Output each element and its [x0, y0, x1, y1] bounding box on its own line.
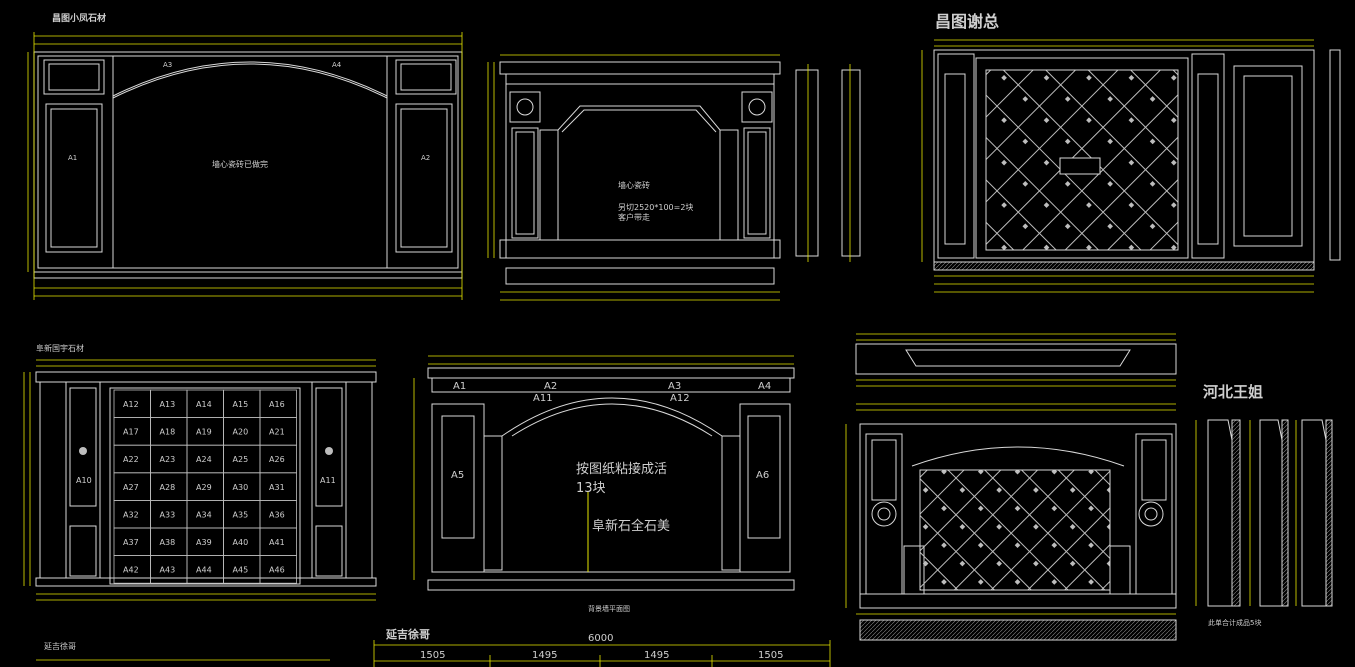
title-bottom-left: 延吉徐哥: [44, 642, 76, 651]
grid-cell-label: A38: [160, 538, 176, 547]
grid-cell-label: A27: [123, 483, 139, 492]
dim-total: 6000: [588, 633, 613, 644]
grid-cell-label: A18: [160, 428, 176, 437]
grid-cell-label: A46: [269, 566, 285, 575]
grid-cell-label: A35: [233, 510, 249, 519]
grid-cell-label: A40: [233, 538, 249, 547]
p1-label-a3: A3: [163, 61, 172, 69]
grid-cell-label: A31: [269, 483, 285, 492]
panel-2-dims: [487, 54, 851, 301]
title-top-left: 昌图小凤石材: [52, 14, 107, 24]
panel-4-dims: [23, 359, 376, 601]
grid-cell-label: A34: [196, 510, 212, 519]
p2-note3: 客户带走: [618, 212, 650, 222]
p4-right-panel: A11: [320, 476, 336, 485]
p1-label-a2: A2: [421, 154, 430, 162]
p1-label-a1: A1: [68, 154, 77, 162]
dim-segment-2: 1495: [532, 650, 557, 661]
grid-cell-label: A33: [160, 510, 176, 519]
panel-6-elevation: [855, 343, 1177, 641]
title-top-right: 昌图谢总: [935, 12, 1000, 31]
grid-cell-label: A32: [123, 510, 139, 519]
grid-cell-label: A24: [196, 455, 212, 464]
grid-cell-label: A15: [233, 400, 249, 409]
p5-caption: 背景墙平面图: [588, 604, 630, 613]
grid-cell-label: A41: [269, 538, 285, 547]
p5-top-label-3: A3: [668, 381, 681, 392]
grid-cell-label: A30: [233, 483, 249, 492]
grid-cell-label: A25: [233, 455, 249, 464]
grid-cell-label: A13: [160, 400, 176, 409]
grid-cell-label: A42: [123, 566, 139, 575]
panel-6-dims: [845, 333, 1176, 615]
p5-top-label-1: A1: [453, 381, 466, 392]
p2-note2: 另切2520*100=2块: [618, 202, 693, 212]
panel-3-elevation: [933, 49, 1341, 271]
p7-caption: 此单合计成品5块: [1208, 618, 1261, 627]
panel-1-dims: [27, 32, 463, 300]
p5-note2: 13块: [576, 481, 606, 496]
grid-cell-label: A39: [196, 538, 212, 547]
p5-arch-left: A11: [533, 393, 553, 404]
panel-3-dims: [921, 39, 1314, 293]
p2-note1: 墙心瓷砖: [618, 180, 650, 190]
grid-cell-label: A28: [160, 483, 176, 492]
dim-segment-4: 1505: [758, 650, 783, 661]
panel-5-dims: [413, 355, 794, 580]
grid-cell-label: A23: [160, 455, 176, 464]
grid-cell-label: A26: [269, 455, 285, 464]
p5-arch-right: A12: [670, 393, 690, 404]
panel-2-elevation: [499, 61, 861, 285]
grid-cell-label: A43: [160, 566, 176, 575]
panel-5-elevation: [427, 367, 795, 591]
grid-cell-label: A21: [269, 428, 285, 437]
p5-side-right: A6: [756, 470, 769, 481]
grid-cell-label: A44: [196, 566, 212, 575]
grid-cell-label: A22: [123, 455, 139, 464]
grid-cell-label: A17: [123, 428, 139, 437]
grid-cell-label: A19: [196, 428, 212, 437]
p5-side-left: A5: [451, 470, 464, 481]
p5-top-label-4: A4: [758, 381, 771, 392]
p5-top-label-2: A2: [544, 381, 557, 392]
panel-7-sections: [1207, 419, 1333, 607]
p5-note1: 按图纸粘接成活: [576, 461, 667, 477]
grid-cell-label: A36: [269, 510, 285, 519]
grid-cell-label: A37: [123, 538, 139, 547]
panel-1-elevation: [33, 51, 463, 279]
p4-left-panel: A10: [76, 476, 92, 485]
grid-cell-label: A20: [233, 428, 249, 437]
grid-cell-label: A16: [269, 400, 285, 409]
title-hebei: 河北王姐: [1203, 383, 1264, 401]
title-bottom-center: 延吉徐哥: [386, 628, 430, 641]
panel-4-elevation: [35, 371, 377, 587]
grid-cell-label: A45: [233, 566, 249, 575]
grid-cell-label: A14: [196, 400, 212, 409]
dim-segment-3: 1495: [644, 650, 669, 661]
bottom-dimension-lines: [36, 640, 831, 667]
grid-cell-label: A12: [123, 400, 139, 409]
p5-note3: 阜新石全石美: [592, 518, 670, 534]
p1-label-a4: A4: [332, 61, 342, 69]
title-mid-left: 阜新国宇石材: [36, 344, 84, 353]
grid-cell-label: A29: [196, 483, 212, 492]
panel-7-dims: [1195, 420, 1297, 606]
grid-cell: [259, 555, 297, 584]
p1-center-note: 墙心瓷砖已做完: [212, 159, 268, 169]
dim-segment-1: 1505: [420, 650, 445, 661]
